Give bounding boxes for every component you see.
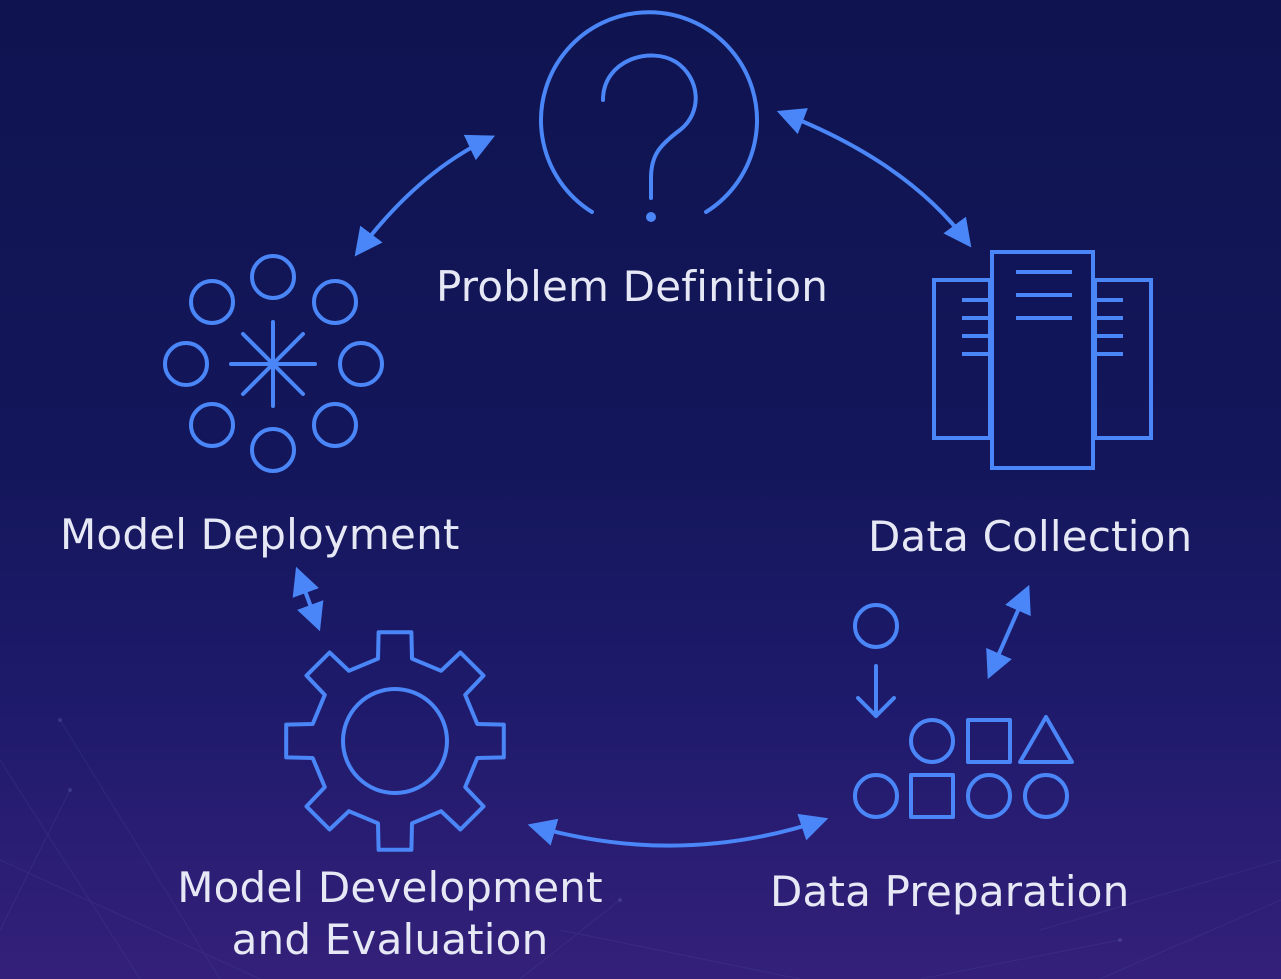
stage-label-model-development: Model Development and Evaluation (160, 862, 620, 966)
arrow-problem-to-collection (776, 108, 972, 248)
arrow-preparation-to-development (527, 813, 829, 848)
question-mark-circle-icon (539, 10, 759, 222)
arrow-collection-to-preparation (986, 584, 1031, 680)
stage-label-model-development-line1: Model Development (177, 863, 603, 912)
gear-icon (284, 630, 506, 852)
cycle-arrows (292, 108, 1031, 848)
stage-label-problem-definition: Problem Definition (436, 262, 829, 311)
radial-circles-asterisk-icon (163, 254, 384, 473)
stage-label-model-development-line2: and Evaluation (231, 915, 549, 964)
document-stack-icon (932, 250, 1153, 470)
arrow-development-to-deployment (292, 566, 324, 632)
stage-label-data-collection: Data Collection (868, 512, 1193, 561)
stage-label-model-deployment: Model Deployment (60, 510, 460, 559)
shapes-sorting-icon (853, 603, 1074, 819)
arrow-deployment-to-problem (354, 134, 496, 257)
stage-label-data-preparation: Data Preparation (770, 867, 1130, 916)
